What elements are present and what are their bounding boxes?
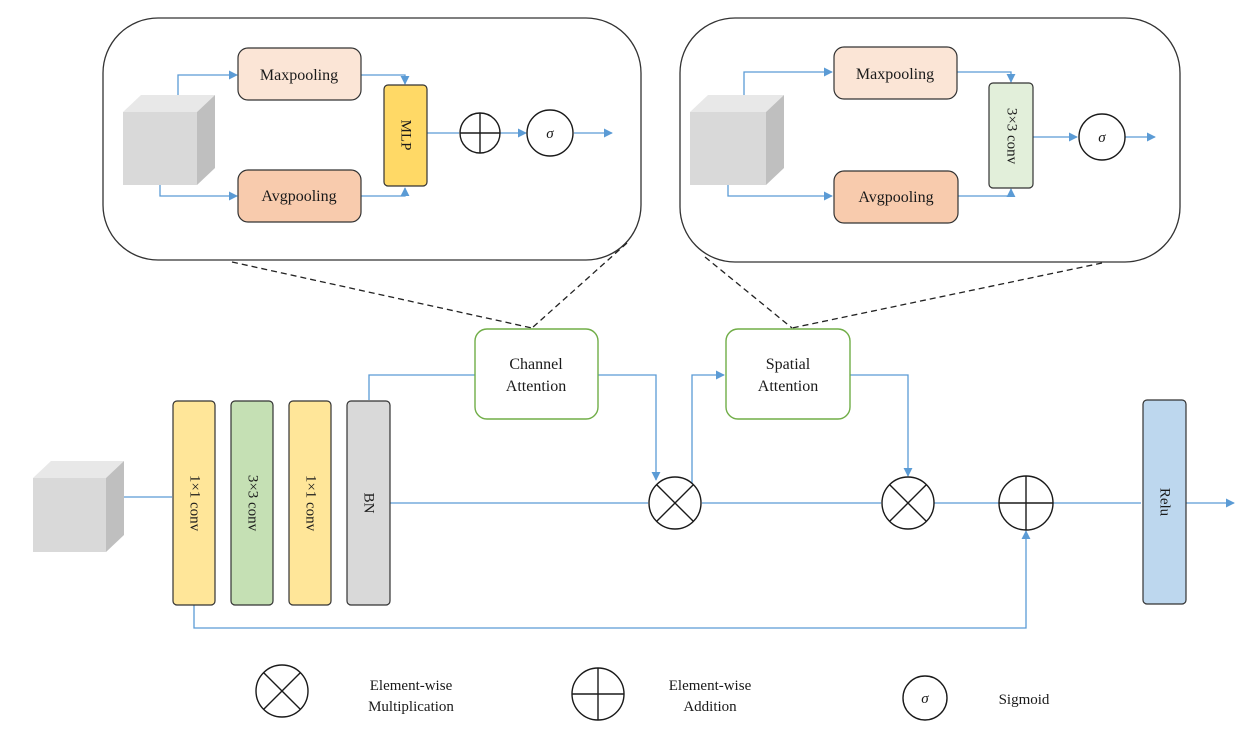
conv3x3-label: 3×3 conv bbox=[245, 475, 261, 532]
bn-to-channel-attention-line bbox=[368, 374, 475, 400]
maxpool-to-mlp-line bbox=[361, 74, 410, 85]
spatial-maxpool-label: Maxpooling bbox=[856, 66, 934, 83]
multiply-icon-second bbox=[881, 476, 935, 530]
residual-skip-line bbox=[193, 530, 1031, 629]
legend-sigmoid-symbol: σ bbox=[921, 691, 929, 707]
legend-multiply-line2: Multiplication bbox=[368, 699, 454, 715]
channel-attention-line1: Channel bbox=[509, 356, 563, 373]
spatial-sigmoid-icon bbox=[1078, 113, 1126, 161]
conv1x1-label: 1×1 conv bbox=[187, 475, 203, 532]
legend-sigmoid-label: Sigmoid bbox=[999, 692, 1050, 708]
legend-multiply-line1: Element-wise bbox=[370, 678, 453, 694]
channel-attention-to-multiply-line bbox=[598, 374, 661, 481]
avgpool-to-mlp-line bbox=[361, 187, 410, 197]
legend-add-line2: Addition bbox=[683, 699, 737, 715]
legend-sigmoid-icon bbox=[902, 675, 948, 721]
mlp-label: MLP bbox=[398, 120, 414, 151]
legend-add-icon bbox=[571, 667, 625, 721]
channel-maxpool-label: Maxpooling bbox=[260, 67, 338, 84]
bn-label: BN bbox=[361, 493, 377, 514]
channel-add-icon bbox=[459, 112, 501, 154]
spatial-avgpool-box bbox=[833, 170, 959, 224]
spatial-attention-line1: Spatial bbox=[766, 356, 811, 373]
channel-sigmoid-symbol: σ bbox=[546, 126, 554, 142]
cube-to-avgpool-line bbox=[159, 185, 238, 201]
channel-maxpool-box bbox=[237, 47, 362, 101]
spatial-sigmoid-symbol: σ bbox=[1098, 130, 1106, 146]
spatial-cube-to-avgpool-line bbox=[727, 185, 833, 201]
spatial-conv-box bbox=[988, 82, 1034, 189]
channel-attention-module: Maxpooling Avgpooling MLP σ bbox=[102, 17, 642, 261]
channel-zoom-line-left bbox=[231, 261, 533, 329]
spatial-maxpool-to-conv-line bbox=[957, 71, 1016, 83]
channel-attention-line2: Attention bbox=[506, 378, 566, 395]
spatial-attention-module: Maxpooling Avgpooling 3×3 conv σ bbox=[679, 17, 1181, 263]
multiply-to-spatial-attention-line bbox=[691, 370, 725, 485]
channel-avgpool-box bbox=[237, 169, 362, 223]
relu-label: Relu bbox=[1157, 488, 1173, 517]
spatial-maxpool-box bbox=[833, 46, 958, 100]
channel-attention-box bbox=[474, 328, 599, 420]
conv1x1-box bbox=[172, 400, 216, 606]
spatial-zoom-line-right bbox=[791, 262, 1103, 329]
channel-sigmoid-icon bbox=[526, 109, 574, 157]
bn-box bbox=[346, 400, 391, 606]
spatial-cube-to-maxpool-line bbox=[743, 67, 833, 95]
conv1x1-second-box bbox=[288, 400, 332, 606]
spatial-module-frame bbox=[679, 17, 1181, 263]
main-input-cube bbox=[33, 461, 124, 552]
legend-multiply-icon bbox=[255, 664, 309, 718]
spatial-attention-to-multiply-line bbox=[850, 374, 913, 477]
legend-add-line1: Element-wise bbox=[669, 678, 752, 694]
cube-to-maxpool-line bbox=[177, 70, 238, 95]
spatial-zoom-line-left bbox=[704, 256, 793, 329]
channel-zoom-line-right bbox=[531, 242, 628, 329]
multiply-icon-first bbox=[648, 476, 702, 530]
channel-input-cube bbox=[123, 95, 215, 185]
relu-box bbox=[1142, 399, 1187, 605]
legend: Element-wise Multiplication Element-wise… bbox=[255, 664, 1050, 721]
mlp-box bbox=[383, 84, 428, 187]
channel-avgpool-label: Avgpooling bbox=[261, 188, 336, 205]
spatial-conv-label: 3×3 conv bbox=[1004, 108, 1020, 165]
spatial-avgpool-label: Avgpooling bbox=[858, 189, 933, 206]
conv3x3-box bbox=[230, 400, 274, 606]
residual-add-icon bbox=[998, 475, 1054, 531]
spatial-avgpool-to-conv-line bbox=[958, 188, 1016, 198]
conv1x1-second-label: 1×1 conv bbox=[303, 475, 319, 532]
spatial-input-cube bbox=[690, 95, 784, 185]
spatial-attention-box bbox=[725, 328, 851, 420]
spatial-attention-line2: Attention bbox=[758, 378, 818, 395]
